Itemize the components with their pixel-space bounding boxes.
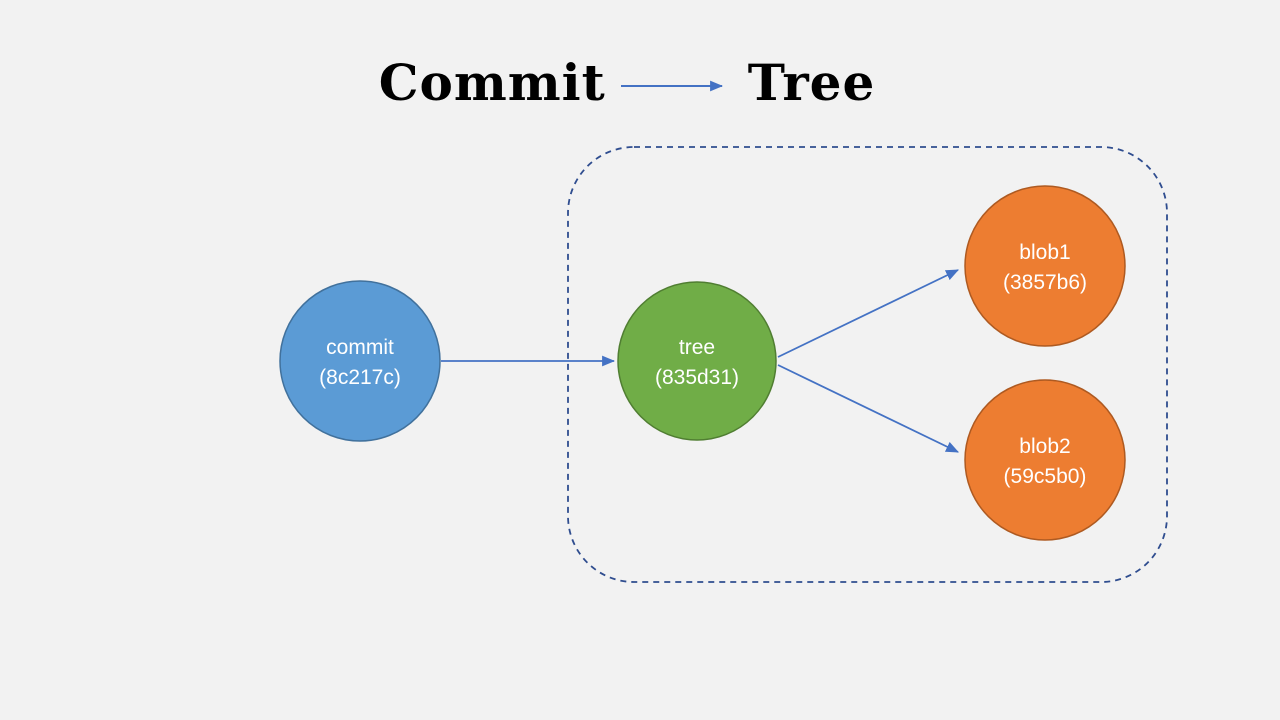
title-commit-text: Commit	[378, 53, 606, 112]
node-tree-hash: (835d31)	[655, 366, 739, 389]
node-blob1: blob1 (3857b6)	[964, 185, 1126, 347]
node-blob1-hash: (3857b6)	[1003, 271, 1087, 294]
slide-title: Commit Tree	[0, 48, 1280, 118]
edge-tree-to-blob2	[777, 364, 959, 453]
node-tree-circle	[617, 281, 777, 441]
node-tree-label: tree	[679, 336, 715, 359]
node-commit-hash: (8c217c)	[319, 366, 401, 389]
node-blob2-label: blob2	[1019, 435, 1070, 458]
edge-tree-to-blob1	[777, 269, 959, 358]
node-blob2-circle	[964, 379, 1126, 541]
node-commit-label: commit	[326, 336, 394, 359]
title-tree-text: Tree	[747, 53, 876, 112]
node-blob1-label: blob1	[1019, 241, 1070, 264]
node-commit: commit (8c217c)	[279, 280, 441, 442]
node-blob2-hash: (59c5b0)	[1004, 465, 1087, 488]
tree-group-outline	[567, 146, 1168, 583]
node-blob1-circle	[964, 185, 1126, 347]
node-commit-circle	[279, 280, 441, 442]
node-blob2: blob2 (59c5b0)	[964, 379, 1126, 541]
title-arrow-icon	[620, 80, 723, 92]
node-tree: tree (835d31)	[617, 281, 777, 441]
